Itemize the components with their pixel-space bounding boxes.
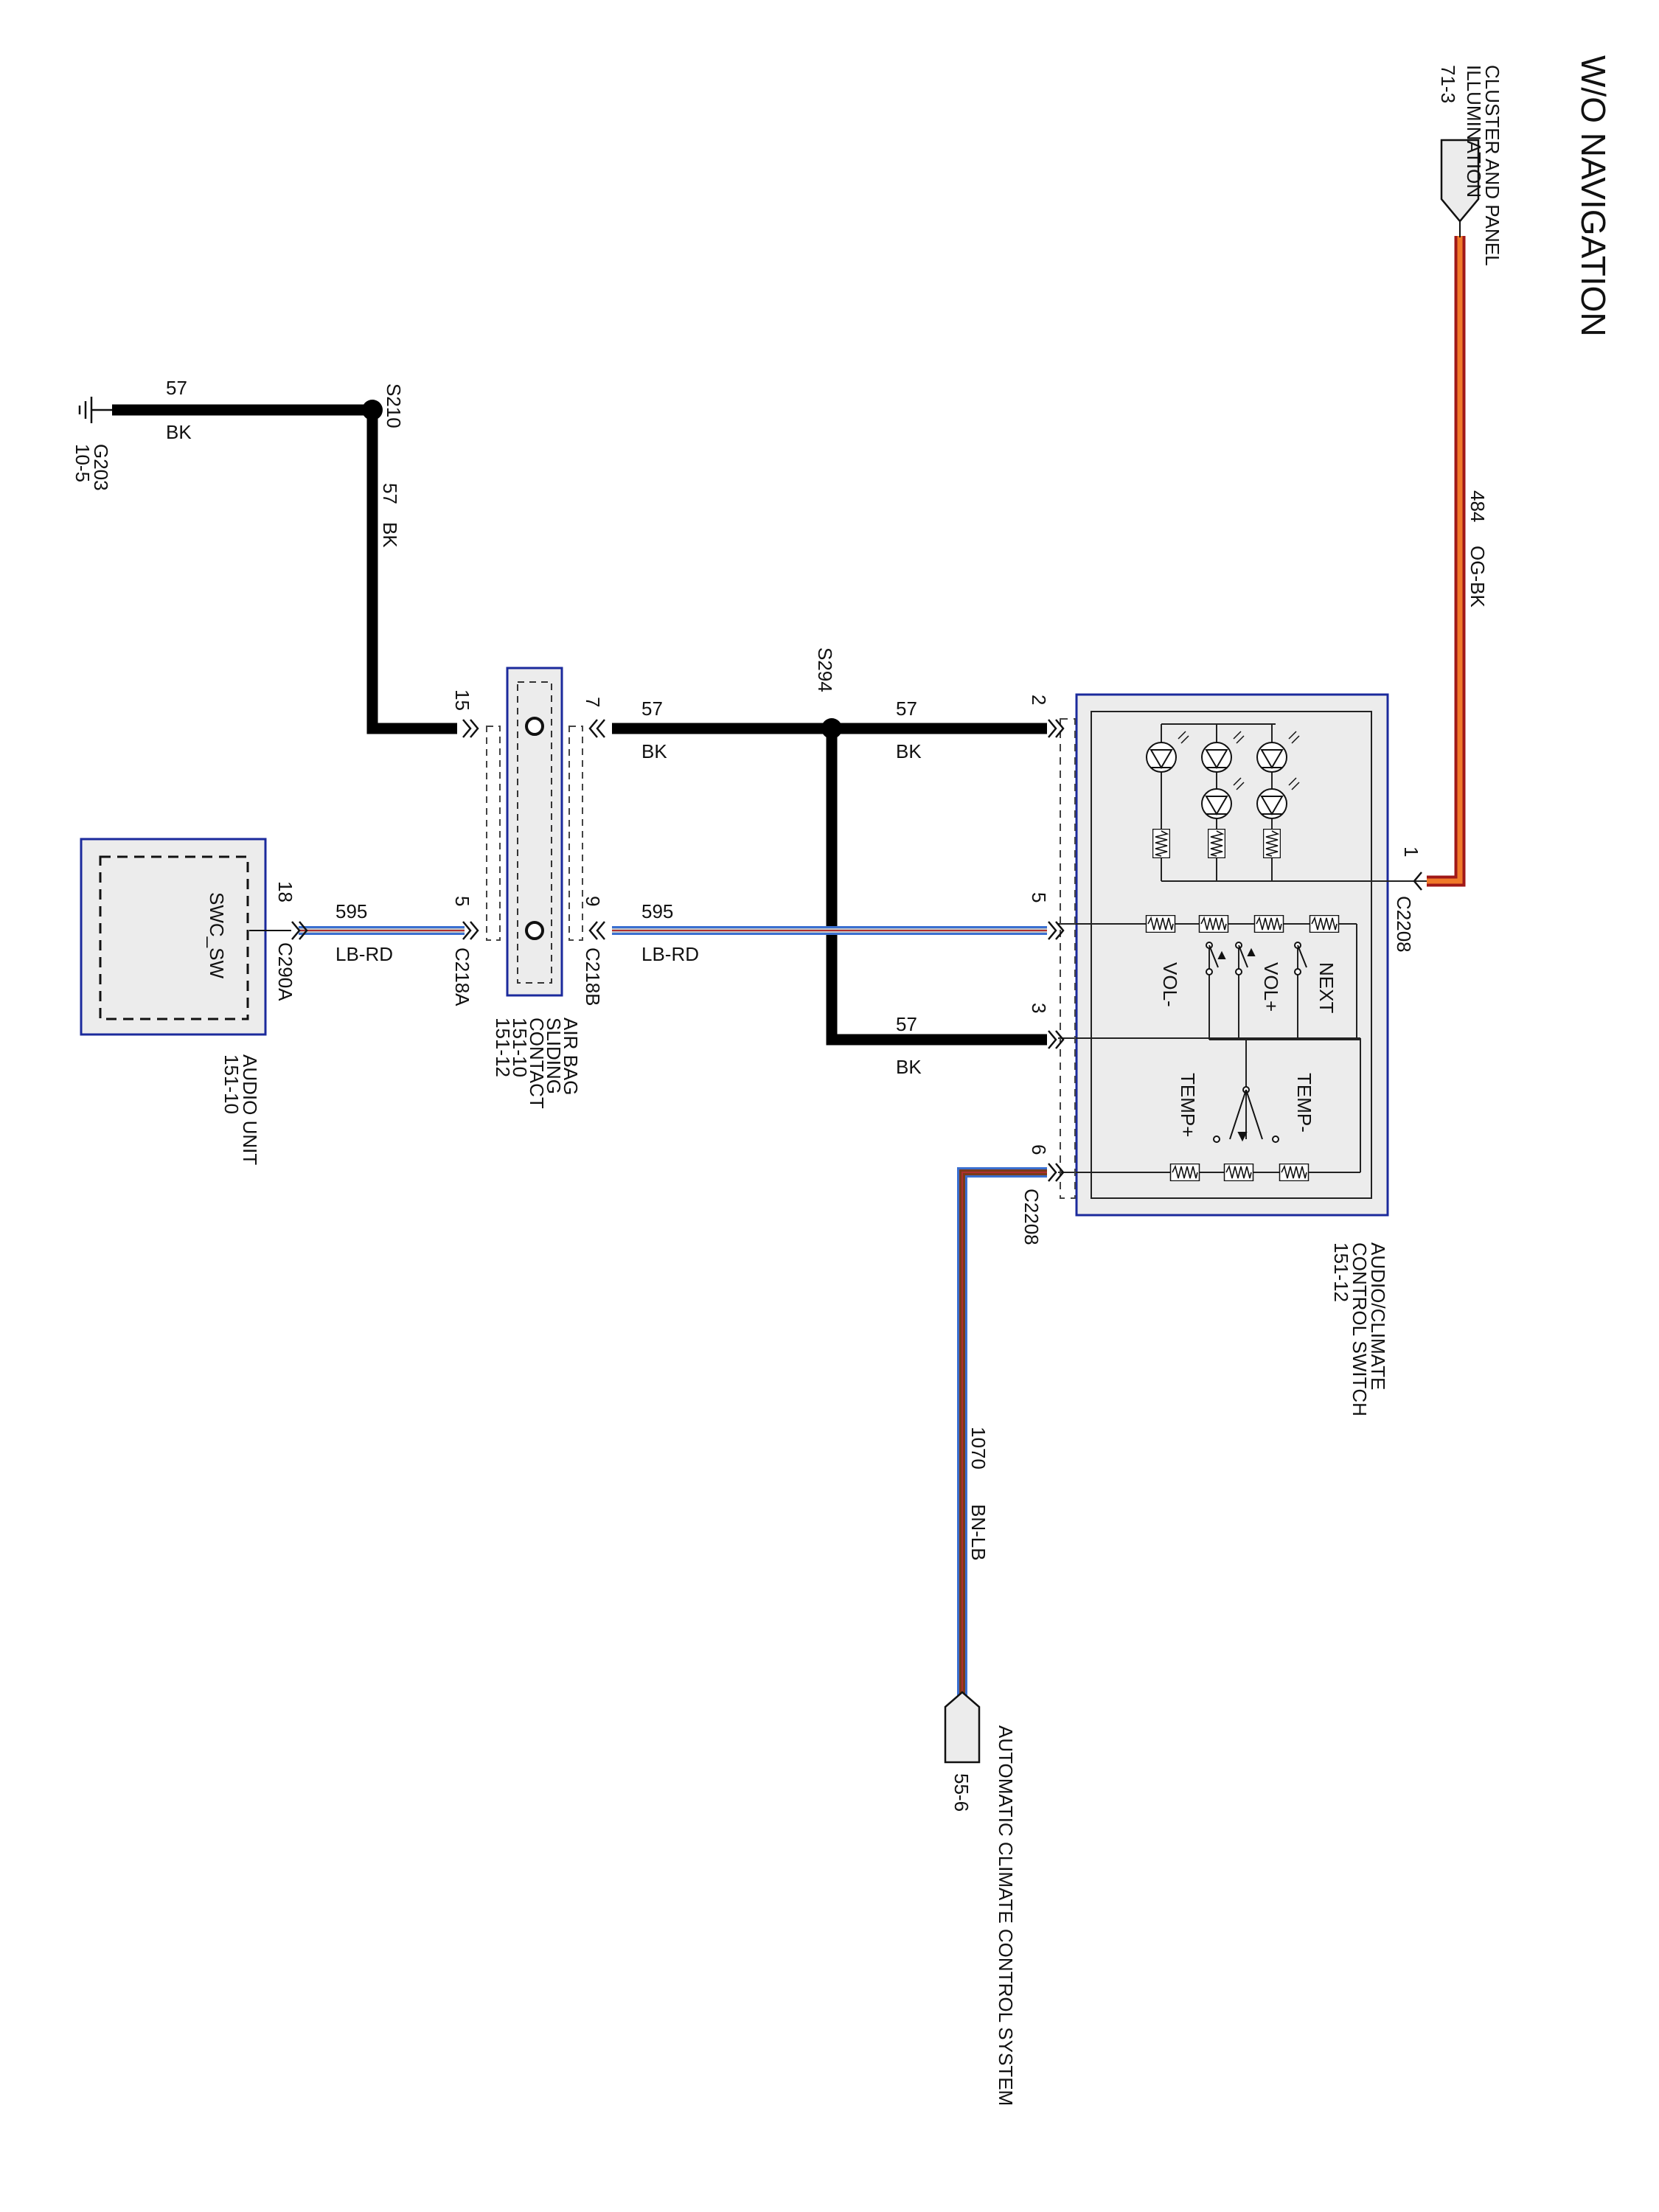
lamp-icon bbox=[1201, 742, 1232, 773]
wire-number-57: 57 bbox=[896, 1013, 917, 1035]
airbag-contact-ref: 151-12 bbox=[492, 1018, 514, 1077]
lamp-icon bbox=[1256, 742, 1287, 773]
lamp-icon bbox=[1256, 788, 1287, 819]
c218a-connector-outline bbox=[486, 726, 501, 941]
cluster-illumination-label: ILLUMINATION bbox=[1463, 65, 1485, 198]
splice-s210 bbox=[362, 400, 383, 420]
audio-unit-ref: 151-10 bbox=[220, 1054, 243, 1114]
switch-temp-minus-label: TEMP- bbox=[1293, 1073, 1315, 1133]
audio-unit-label: AUDIO UNIT bbox=[239, 1054, 261, 1165]
splice-s294-label: S294 bbox=[814, 647, 836, 692]
switch-contacts-icon bbox=[1206, 942, 1307, 975]
splice-s294 bbox=[821, 718, 842, 739]
audio-unit-module bbox=[80, 838, 267, 1036]
pin-5-airbag: 5 bbox=[451, 896, 473, 906]
climate-system-label: AUTOMATIC CLIMATE CONTROL SYSTEM bbox=[995, 1725, 1017, 2106]
audio-climate-switch-module bbox=[1075, 693, 1389, 1217]
wire-number-57: 57 bbox=[379, 483, 401, 504]
wire-number-484: 484 bbox=[1467, 490, 1489, 522]
wire-color-bn-lb: BN-LB bbox=[967, 1504, 990, 1561]
wire-color-lb-rd: LB-RD bbox=[335, 943, 393, 965]
pin-6: 6 bbox=[1028, 1144, 1050, 1155]
lamp-resistor-icon bbox=[1263, 829, 1281, 858]
switch-vol-minus-label: VOL- bbox=[1159, 962, 1181, 1007]
connector-c2208: C2208 bbox=[1393, 896, 1415, 953]
connector-c290a: C290A bbox=[274, 942, 296, 1001]
ref-71-3: 71-3 bbox=[1437, 65, 1459, 103]
switch-next-label: NEXT bbox=[1315, 962, 1338, 1013]
off-page-connector-cluster-illumination bbox=[1440, 139, 1480, 223]
switch-temp-plus-label: TEMP+ bbox=[1177, 1073, 1199, 1137]
audio-ladder-resistor-icon bbox=[1198, 915, 1229, 933]
switch-vol-plus-label: VOL+ bbox=[1260, 962, 1282, 1012]
climate-ladder-resistor-icon bbox=[1169, 1164, 1200, 1181]
wire-number-57: 57 bbox=[641, 698, 663, 720]
wire-color-bk: BK bbox=[641, 740, 667, 762]
c218b-connector-outline bbox=[568, 726, 583, 941]
lamp-resistor-icon bbox=[1208, 829, 1225, 858]
pin-18: 18 bbox=[274, 881, 296, 902]
pin-9: 9 bbox=[582, 896, 604, 906]
wire-color-bk: BK bbox=[379, 522, 401, 548]
temp-switch-contacts-icon bbox=[1213, 1086, 1279, 1143]
audio-climate-switch-ref: 151-12 bbox=[1330, 1242, 1352, 1302]
airbag-contact-label: AIR BAG bbox=[560, 1018, 582, 1095]
airbag-sliding-contact-inner bbox=[517, 681, 552, 984]
pin-2: 2 bbox=[1028, 695, 1050, 705]
connector-c218a: C218A bbox=[451, 947, 473, 1006]
wire-number-57: 57 bbox=[896, 698, 917, 720]
illumination-wire-484 bbox=[1427, 236, 1466, 887]
connector-c218b: C218B bbox=[582, 947, 604, 1006]
sliding-contact-terminal bbox=[525, 717, 544, 736]
audio-climate-switch-inner-frame bbox=[1091, 711, 1372, 1199]
pin-5: 5 bbox=[1028, 892, 1050, 902]
audio-ladder-resistor-icon bbox=[1145, 915, 1176, 933]
ref-55-6: 55-6 bbox=[950, 1773, 973, 1812]
wire-number-595: 595 bbox=[641, 900, 673, 922]
wire-color-bk: BK bbox=[166, 421, 192, 443]
diagram-title: W/O NAVIGATION bbox=[1574, 55, 1613, 337]
audio-ladder-resistor-icon bbox=[1309, 915, 1340, 933]
pin-7: 7 bbox=[582, 697, 604, 707]
climate-ladder-resistor-icon bbox=[1279, 1164, 1310, 1181]
audio-climate-switch-label: AUDIO/CLIMATE bbox=[1367, 1242, 1389, 1390]
cluster-illumination-label: CLUSTER AND PANEL bbox=[1481, 65, 1503, 266]
pin-1: 1 bbox=[1400, 846, 1422, 857]
lamp-light-rays-icon bbox=[1178, 731, 1300, 790]
wire-number-1070: 1070 bbox=[967, 1427, 990, 1470]
wire-color-bk: BK bbox=[896, 1056, 922, 1078]
off-page-connector-climate-system bbox=[944, 1691, 981, 1764]
pin-15: 15 bbox=[451, 689, 473, 711]
airbag-contact-label: SLIDING bbox=[543, 1018, 565, 1094]
lamp-icon bbox=[1201, 788, 1232, 819]
pin-3: 3 bbox=[1028, 1003, 1050, 1013]
ground-icon bbox=[78, 397, 112, 423]
splice-s210-label: S210 bbox=[383, 383, 405, 428]
ground-g203-ref: 10-5 bbox=[72, 444, 94, 482]
wire-number-595: 595 bbox=[335, 900, 367, 922]
wire-color-lb-rd: LB-RD bbox=[641, 943, 699, 965]
wire-color-og-bk: OG-BK bbox=[1467, 546, 1489, 608]
connector-pin-arrows bbox=[291, 719, 1422, 1182]
lamp-icon bbox=[1146, 742, 1177, 773]
connector-c2208-b: C2208 bbox=[1020, 1189, 1043, 1245]
audio-ladder-resistor-icon bbox=[1253, 915, 1284, 933]
climate-ladder-resistor-icon bbox=[1223, 1164, 1254, 1181]
ground-g203-label: G203 bbox=[90, 444, 112, 491]
airbag-contact-label: CONTACT bbox=[526, 1018, 548, 1109]
audio-climate-switch-label: CONTROL SWITCH bbox=[1349, 1242, 1371, 1416]
sliding-contact-terminal bbox=[525, 921, 544, 940]
wire-color-bk: BK bbox=[896, 740, 922, 762]
swc-sw-label: SWC_SW bbox=[206, 892, 228, 978]
wire-number-57: 57 bbox=[166, 377, 187, 399]
audio-unit-inner bbox=[99, 855, 249, 1020]
climate-wire-1070 bbox=[957, 1167, 1047, 1696]
lamp-resistor-icon bbox=[1152, 829, 1170, 858]
c2208-connector-outline bbox=[1060, 718, 1076, 1199]
airbag-contact-ref: 151-10 bbox=[509, 1018, 531, 1077]
